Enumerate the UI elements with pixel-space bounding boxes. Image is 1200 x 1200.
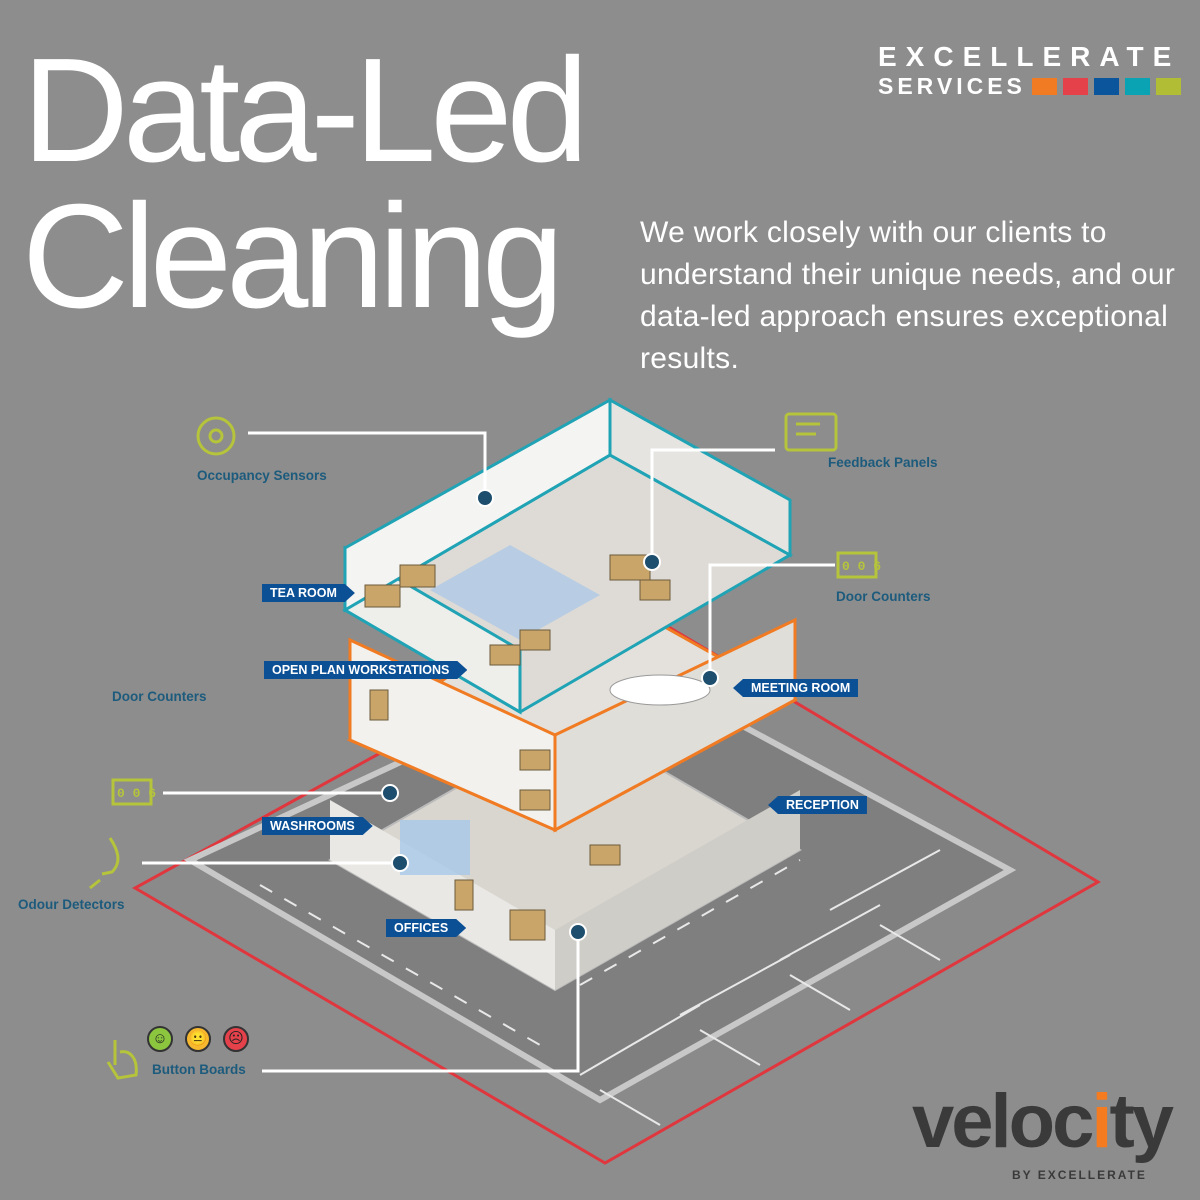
swatch-red: [1062, 77, 1088, 95]
title-line-1: Data-Led: [22, 28, 589, 193]
banner-tea-room: TEA ROOM: [262, 584, 355, 602]
velocity-logo: velocity BY EXCELLERATE: [912, 1084, 1174, 1183]
brand-line-1: EXCELLERATE: [878, 41, 1181, 72]
door-counter-digits-left: 0 0 6: [117, 786, 156, 801]
intro-paragraph: We work closely with our clients to unde…: [640, 216, 1176, 375]
swatch-teal: [1124, 77, 1150, 95]
occupancy-sensor-icon: [196, 416, 236, 456]
label-door-counters-left: Door Counters: [112, 689, 207, 704]
neutral-face-icon: 😐: [185, 1026, 211, 1052]
parking-bays: [579, 849, 941, 1126]
label-button-boards: Button Boards: [152, 1062, 246, 1077]
excellerate-services-logo: EXCELLERATE SERVICES: [878, 42, 1181, 100]
sad-face-icon: ☹: [223, 1026, 249, 1052]
kitchen-tiles: [430, 545, 600, 640]
page-title: Data-Led Cleaning: [22, 28, 589, 339]
label-feedback-panels: Feedback Panels: [828, 455, 938, 470]
top-floor-wall-right: [608, 397, 792, 558]
feedback-panel-icon: [784, 412, 838, 452]
hand-press-icon: [106, 1040, 138, 1080]
banner-open-plan-workstations: OPEN PLAN WORKSTATIONS: [264, 661, 467, 679]
happy-face-icon: ☺: [147, 1026, 173, 1052]
swatch-green: [1155, 77, 1181, 95]
logo-word-part: veloc: [912, 1079, 1094, 1164]
ground-floor-wall-left: [330, 800, 555, 990]
logo-accent-i: i: [1091, 1079, 1112, 1164]
title-line-2: Cleaning: [22, 174, 564, 339]
middle-floor-wall-right: [553, 617, 797, 833]
logo-word-end: ty: [1109, 1079, 1174, 1164]
door-counter-digits-right: 0 0 6: [842, 559, 881, 574]
label-occupancy-sensors: Occupancy Sensors: [197, 468, 327, 483]
banner-offices: OFFICES: [386, 919, 466, 937]
banner-meeting-room: MEETING ROOM: [733, 679, 859, 697]
banner-washrooms: WASHROOMS: [262, 817, 373, 835]
brand-line-2: SERVICES: [878, 73, 1026, 99]
washroom-tiles: [400, 820, 470, 875]
swatch-orange: [1031, 77, 1057, 95]
callout-lines: [142, 431, 835, 1073]
furniture: [364, 554, 671, 941]
logo-tagline: BY EXCELLERATE: [1012, 1168, 1147, 1182]
meeting-table: [609, 674, 711, 706]
callout-dots: [381, 489, 719, 941]
ground-floor-wall-right: [555, 790, 800, 990]
door-counter-icon-right: [836, 551, 878, 579]
door-counter-icon-left: [111, 778, 153, 806]
label-door-counters-right: Door Counters: [836, 589, 931, 604]
banner-reception: RECEPTION: [768, 796, 867, 814]
label-odour-detectors: Odour Detectors: [18, 897, 125, 912]
nose-icon: [89, 837, 120, 890]
swatch-blue: [1093, 77, 1119, 95]
